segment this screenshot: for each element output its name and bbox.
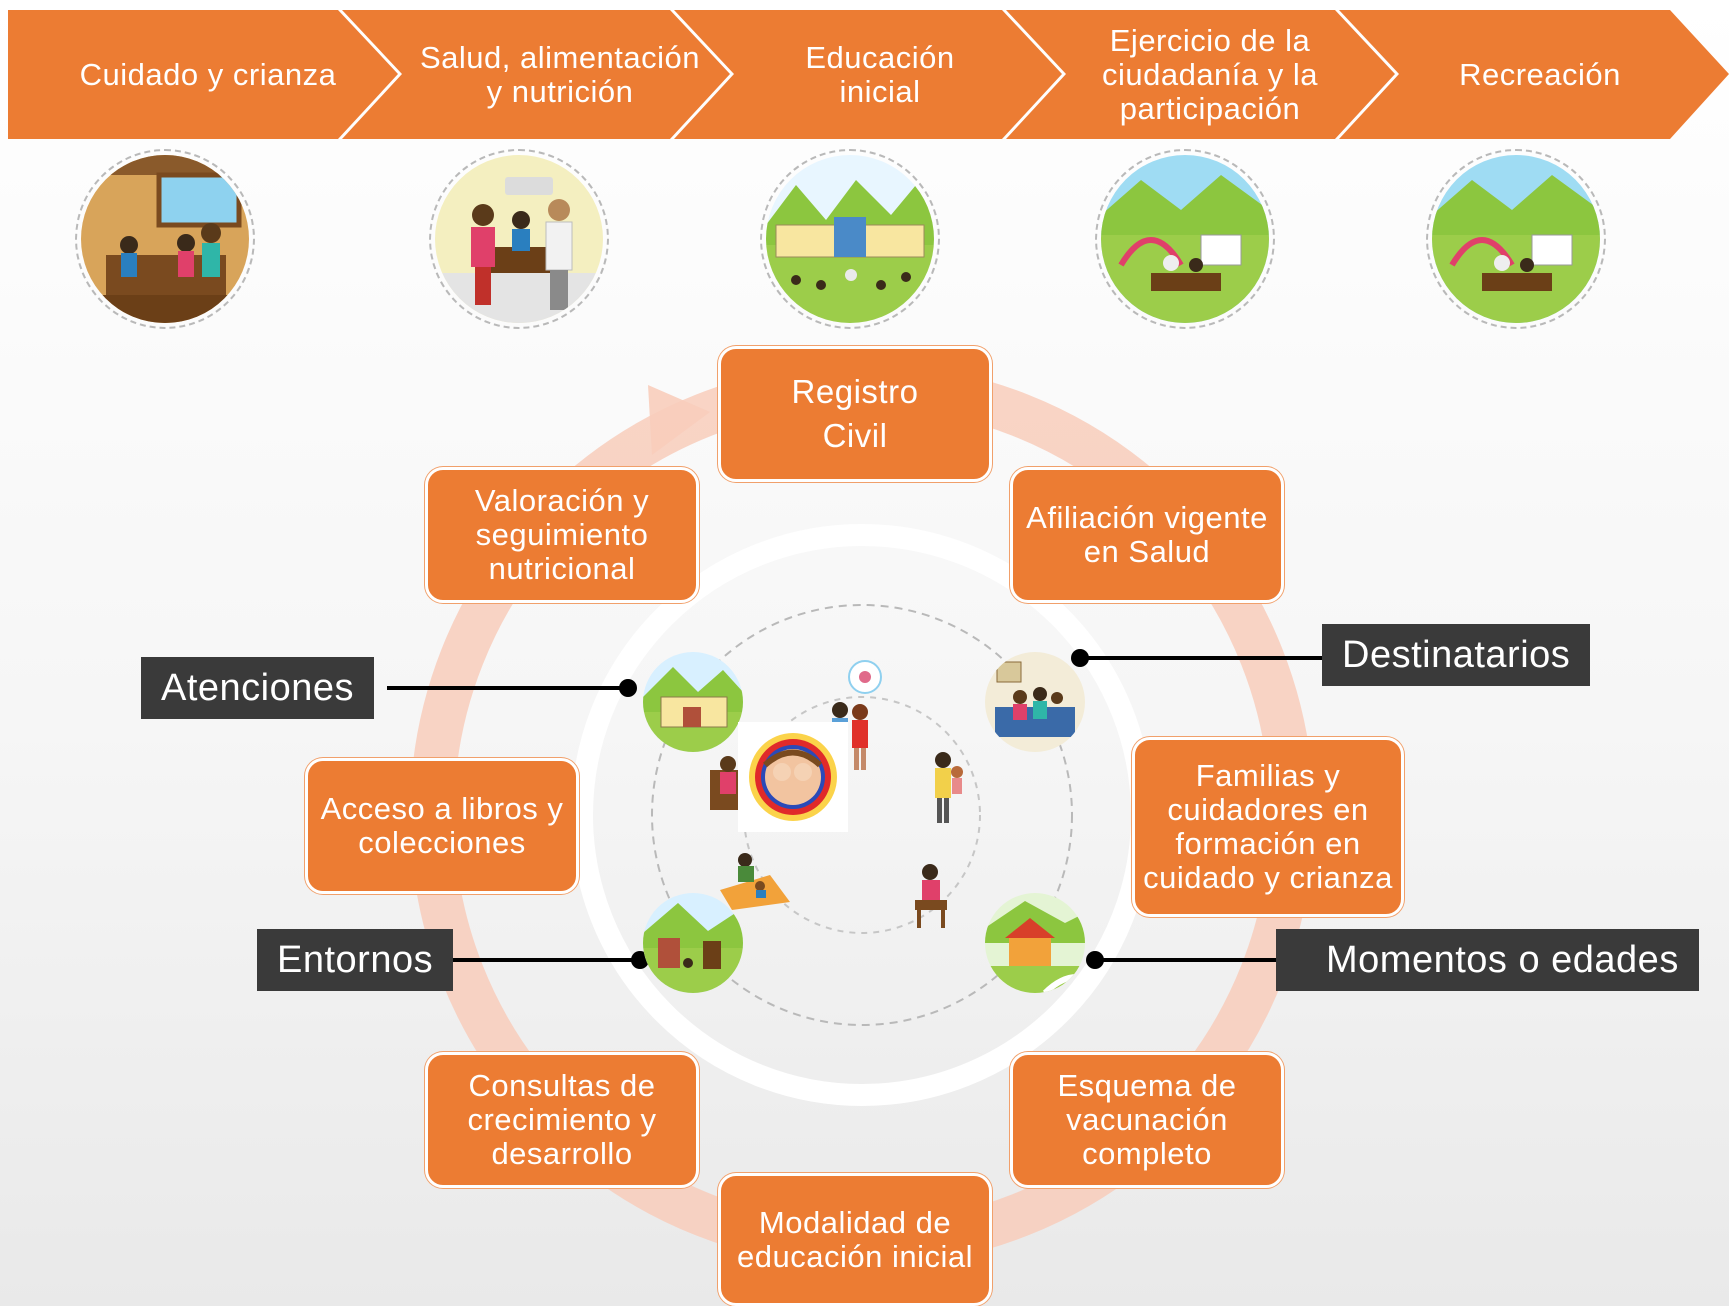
chevron-ciudadania-label: Ejercicio de la ciudadanía y la particip…	[1101, 22, 1319, 126]
chevron-3-shape	[674, 10, 1062, 139]
chevron-educacion: Educación inicial	[730, 10, 1030, 139]
chevron-cuidado: Cuidado y crianza	[8, 10, 388, 139]
label-destinatarios: Destinatarios	[1322, 624, 1591, 686]
box-modalidad-label: Modalidad de educación inicial	[737, 1204, 973, 1274]
mother-baby-figure	[915, 864, 947, 928]
box-familias: Familias y cuidadores en formación en cu…	[1132, 737, 1404, 917]
dining-scene-icon	[75, 149, 255, 329]
box-registro-civil: Registro Civil	[718, 346, 992, 482]
box-valoracion: Valoración y seguimiento nutricional	[425, 467, 699, 603]
baby-mat-figure	[720, 853, 790, 910]
destinatarios-family-icon	[985, 652, 1085, 752]
box-acceso-libros: Acceso a libros y colecciones	[305, 758, 579, 894]
chevron-recreacion: Recreación	[1390, 10, 1690, 139]
connector-dot-atenciones	[619, 679, 637, 697]
box-esquema-label: Esquema de vacunación completo	[1057, 1068, 1237, 1171]
connector-dot-momentos	[1086, 951, 1104, 969]
park-citizenship-icon	[1095, 149, 1275, 329]
parent-child-figure	[935, 752, 963, 823]
chevron-2-shape	[342, 10, 730, 139]
box-acceso-libros-label: Acceso a libros y colecciones	[320, 791, 564, 860]
chevron-cuidado-label: Cuidado y crianza	[79, 56, 337, 92]
chevron-1-shape	[8, 10, 398, 139]
box-registro-civil-label: Registro Civil	[791, 373, 919, 454]
box-valoracion-label: Valoración y seguimiento nutricional	[474, 483, 650, 586]
inner-dashed-circle	[743, 696, 981, 934]
box-afiliacion-label: Afiliación vigente en Salud	[1026, 500, 1268, 569]
chevron-salud: Salud, alimentación y nutrición	[380, 10, 720, 139]
chevron-4-shape	[1006, 10, 1395, 139]
chevron-recreacion-label: Recreación	[1459, 56, 1621, 92]
entornos-playground-icon	[643, 893, 743, 993]
box-esquema: Esquema de vacunación completo	[1010, 1052, 1284, 1188]
cycle-arrowhead	[648, 385, 710, 455]
box-consultas-label: Consultas de crecimiento y desarrollo	[467, 1068, 657, 1171]
children-photo-icon	[738, 722, 848, 832]
label-entornos: Entornos	[257, 929, 454, 991]
health-consultation-icon	[429, 149, 609, 329]
attention-school-icon	[643, 652, 743, 752]
chevron-5-shape	[1339, 10, 1729, 139]
school-playground-icon	[760, 149, 940, 329]
outer-dashed-circle	[651, 604, 1073, 1026]
label-atenciones-text: Atenciones	[161, 667, 355, 709]
box-afiliacion: Afiliación vigente en Salud	[1010, 467, 1284, 603]
chevron-educacion-label: Educación inicial	[805, 39, 955, 109]
box-consultas: Consultas de crecimiento y desarrollo	[425, 1052, 699, 1188]
box-familias-label: Familias y cuidadores en formación en cu…	[1143, 758, 1393, 895]
chevron-ciudadania: Ejercicio de la ciudadanía y la particip…	[1050, 10, 1370, 139]
chevron-salud-label: Salud, alimentación y nutrición	[419, 39, 701, 109]
box-modalidad: Modalidad de educación inicial	[718, 1173, 992, 1306]
park-recreation-icon	[1426, 149, 1606, 329]
label-momentos: Momentos o edades	[1276, 929, 1699, 991]
center-people-illustration	[710, 660, 963, 928]
momentos-house-icon	[985, 893, 1085, 993]
connector-dot-destinatarios	[1071, 649, 1089, 667]
chevron-shapes	[8, 10, 1729, 139]
label-entornos-text: Entornos	[277, 939, 434, 981]
label-momentos-text: Momentos o edades	[1326, 939, 1679, 981]
label-atenciones: Atenciones	[141, 657, 375, 719]
label-destinatarios-text: Destinatarios	[1342, 634, 1571, 676]
